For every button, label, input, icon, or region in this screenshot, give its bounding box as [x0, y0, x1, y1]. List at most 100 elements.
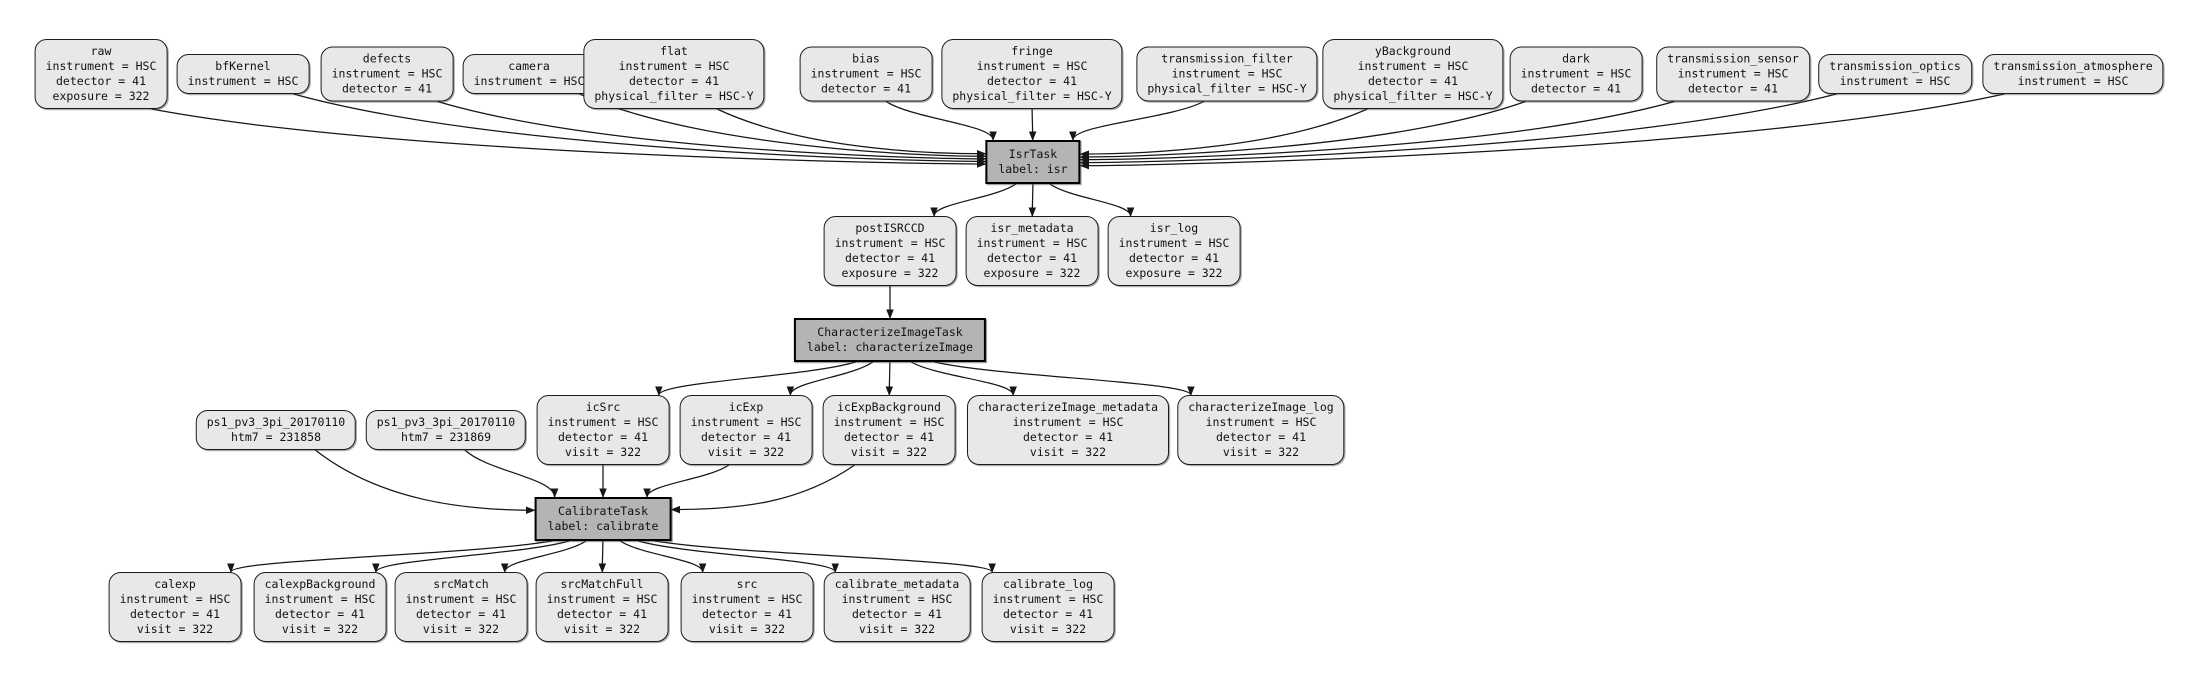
edge-calibrate-to-calexpBackground [372, 540, 570, 573]
node-attr: instrument = HSC [1205, 415, 1317, 429]
node-attr: htm7 = 231869 [400, 430, 492, 444]
node-attr: detector = 41 [557, 430, 648, 444]
edge-bias-to-isr [885, 100, 997, 141]
node-attr: instrument = HSC [405, 592, 517, 606]
node-attr: instrument = HSC [833, 415, 945, 429]
node-title: isr_log [1149, 221, 1199, 235]
node-title: bfKernel [215, 59, 271, 73]
edge-characterizeImage-to-icExpBackground [885, 361, 894, 396]
node-title: calibrate_log [1002, 577, 1093, 591]
edge-transmission_filter-to-isr [1069, 100, 1205, 141]
node-attr: detector = 41 [274, 607, 365, 621]
edge-transmission_optics-to-isr [1079, 93, 1837, 167]
node-attr: visit = 322 [708, 622, 786, 636]
node-attr: detector = 41 [851, 607, 942, 621]
edge-calibrate-to-calibrate_log [654, 540, 996, 573]
node-title: icSrc [585, 400, 621, 414]
node-title: ps1_pv3_3pi_20170110 [206, 415, 346, 429]
node-title: IsrTask [1008, 147, 1058, 161]
node-title: postISRCCD [855, 221, 925, 235]
node-attr: instrument = HSC [1171, 66, 1283, 81]
node-attr: detector = 41 [986, 251, 1077, 265]
node-attr: physical_filter = HSC-Y [952, 89, 1112, 103]
node-title: fringe [1011, 44, 1053, 58]
node-attr: detector = 41 [1215, 430, 1306, 444]
edge-characterizeImage-to-icSrc [655, 361, 856, 396]
edge-ps1_a-to-calibrate [314, 449, 536, 514]
node-title: dark [1562, 51, 1590, 66]
edge-isr-to-postISRCCD [930, 183, 1017, 217]
edge-calibrate-to-src [619, 540, 707, 573]
node-attr: detector = 41 [55, 74, 146, 88]
node-attr: instrument = HSC [1677, 66, 1789, 81]
node-attr: detector = 41 [341, 81, 432, 96]
node-title: ps1_pv3_3pi_20170110 [376, 415, 516, 429]
node-attr: detector = 41 [701, 607, 792, 621]
edge-isr-to-isr_log [1049, 183, 1135, 217]
node-title: transmission_sensor [1667, 51, 1799, 66]
node-attr: label: isr [998, 162, 1068, 176]
node-attr: instrument = HSC [1357, 59, 1469, 73]
node-attr: visit = 322 [850, 445, 928, 459]
node-attr: visit = 322 [564, 445, 642, 459]
edge-camera-to-isr [579, 93, 987, 160]
node-title: src [736, 577, 758, 591]
node-attr: detector = 41 [844, 251, 935, 265]
node-attr: label: calibrate [547, 519, 659, 533]
node-attr: detector = 41 [628, 74, 719, 88]
edge-calibrate-to-srcMatchFull [598, 540, 607, 573]
edge-calibrate-to-calexp [227, 540, 552, 573]
node-title: CharacterizeImageTask [817, 325, 963, 339]
node-attr: instrument = HSC [1118, 236, 1230, 250]
edge-transmission_sensor-to-isr [1079, 100, 1675, 164]
edge-dark-to-isr [1079, 100, 1526, 161]
node-attr: detector = 41 [700, 430, 791, 444]
node-attr: instrument = HSC [690, 415, 802, 429]
node-attr: detector = 41 [986, 74, 1077, 88]
node-attr: instrument = HSC [1839, 74, 1951, 88]
node-attr: instrument = HSC [1520, 66, 1632, 81]
edge-calibrate-to-srcMatch [501, 540, 587, 573]
node-attr: visit = 322 [1009, 622, 1087, 636]
node-attr: instrument = HSC [331, 66, 443, 81]
node-title: CalibrateTask [557, 504, 648, 518]
edge-icExp-to-calibrate [643, 464, 730, 498]
node-attr: instrument = HSC [976, 236, 1088, 250]
node-attr: instrument = HSC [546, 592, 658, 606]
node-attr: detector = 41 [1687, 81, 1778, 96]
node-attr: htm7 = 231858 [230, 430, 322, 444]
edge-characterizeImage-to-characterizeImage_log [934, 361, 1195, 396]
node-attr: physical_filter = HSC-Y [1333, 89, 1493, 103]
edge-ps1_b-to-calibrate [464, 449, 559, 498]
edge-icExpBackground-to-calibrate [670, 464, 856, 514]
edge-fringe-to-isr [1028, 108, 1037, 141]
node-title: transmission_optics [1829, 59, 1961, 73]
node-attr: exposure = 322 [841, 266, 939, 280]
node-attr: instrument = HSC [264, 592, 376, 606]
node-attr: visit = 322 [422, 622, 500, 636]
node-title: isr_metadata [990, 221, 1074, 235]
node-title: camera [508, 59, 550, 73]
edge-characterizeImage-to-characterizeImage_metadata [911, 361, 1017, 396]
node-attr: instrument = HSC [2017, 74, 2129, 88]
node-attr: detector = 41 [1367, 74, 1458, 88]
